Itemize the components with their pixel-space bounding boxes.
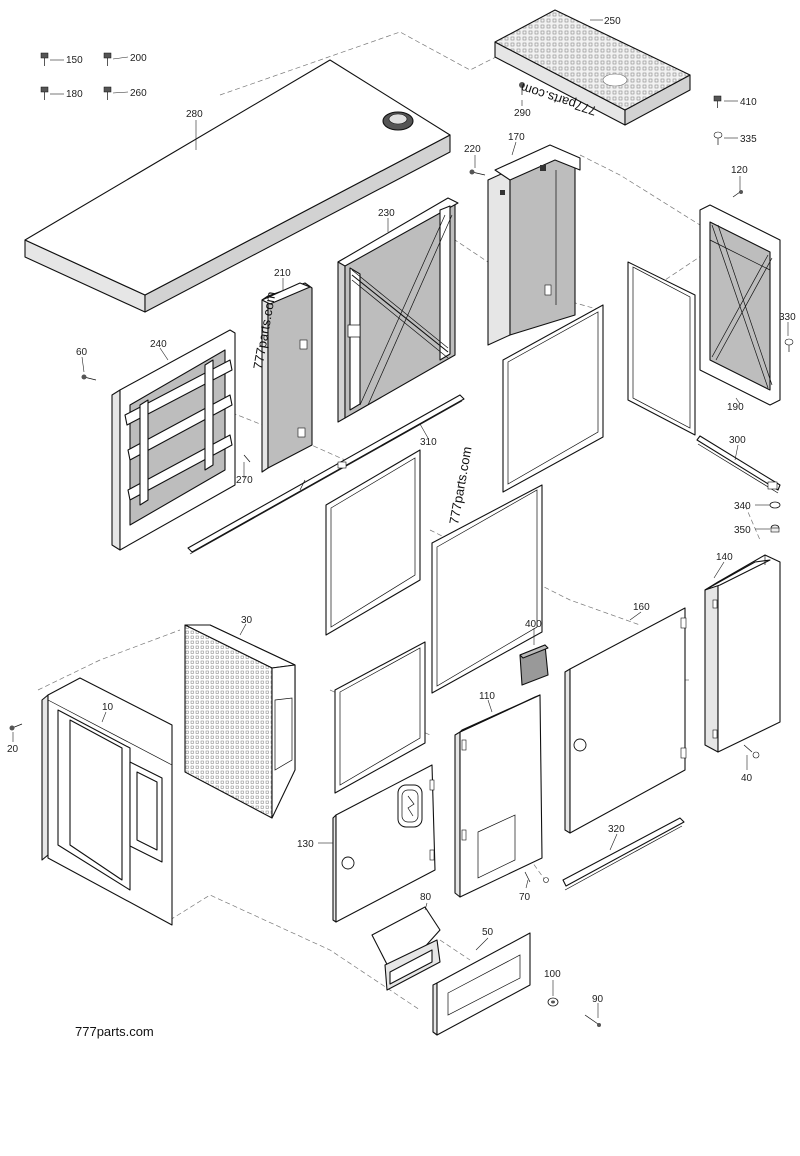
part-280-lid	[24, 59, 451, 313]
screw-70-icon	[524, 871, 549, 883]
label-320: 320	[608, 824, 625, 835]
screw-290-icon	[519, 82, 525, 95]
label-260: 260	[130, 88, 147, 99]
label-330: 330	[779, 312, 796, 323]
label-410: 410	[740, 97, 757, 108]
label-20: 20	[7, 744, 19, 755]
label-40: 40	[741, 773, 753, 784]
part-glass-panels	[325, 261, 696, 794]
label-220: 220	[464, 144, 481, 155]
label-280: 280	[186, 109, 203, 120]
grommet-100-icon	[547, 997, 559, 1007]
label-300: 300	[729, 435, 746, 446]
label-350: 350	[734, 525, 751, 536]
part-number-labels: 150 200 180 260 250 280 290 410 335 120 …	[7, 16, 796, 1005]
label-130: 130	[297, 839, 314, 850]
label-340: 340	[734, 501, 751, 512]
label-250: 250	[604, 16, 621, 27]
part-400-module	[519, 644, 549, 686]
label-120: 120	[731, 165, 748, 176]
watermark-bottom: 777parts.com	[75, 1024, 154, 1039]
screw-270-icon	[243, 454, 251, 463]
screw-40-icon	[743, 744, 760, 759]
part-230-cross-frame	[337, 197, 459, 423]
bolt-335-icon	[713, 131, 723, 145]
bolt-260-icon	[103, 86, 112, 100]
part-80-inlet-duct	[371, 906, 441, 991]
label-60: 60	[76, 347, 88, 358]
leader-lines	[12, 19, 789, 1018]
part-140-right-side	[704, 554, 781, 753]
part-310-rail	[187, 394, 465, 555]
part-250-perforated-plate	[494, 9, 691, 126]
screw-20-icon	[9, 723, 23, 731]
bolt-410-icon	[713, 95, 722, 108]
watermark-center: 777parts.com	[446, 445, 474, 525]
part-210-side-panel	[261, 282, 313, 473]
part-320-rail	[562, 817, 685, 891]
screw-60-icon	[81, 374, 97, 381]
part-160-door	[564, 607, 687, 834]
part-240-side-frame	[111, 329, 236, 551]
screw-220-icon	[469, 169, 486, 176]
part-110-door	[454, 694, 543, 898]
part-10-main-frame	[41, 677, 173, 926]
screw-330-icon	[784, 338, 794, 352]
label-100: 100	[544, 969, 561, 980]
label-150: 150	[66, 55, 83, 66]
label-80: 80	[420, 892, 432, 903]
label-140: 140	[716, 552, 733, 563]
label-200: 200	[130, 53, 147, 64]
part-30-vent-housing	[184, 624, 296, 819]
label-335: 335	[740, 134, 757, 145]
label-110: 110	[479, 691, 495, 702]
label-90: 90	[592, 994, 604, 1005]
screw-90-icon	[584, 1014, 601, 1027]
label-240: 240	[150, 339, 167, 350]
hardware-icons	[9, 52, 794, 1027]
label-30: 30	[241, 615, 253, 626]
part-50-inlet-frame	[432, 932, 531, 1036]
part-190-right-frame	[699, 204, 781, 406]
label-400: 400	[525, 619, 542, 630]
bolt-180-icon	[40, 86, 49, 100]
label-180: 180	[66, 89, 83, 100]
label-170: 170	[508, 132, 525, 143]
label-160: 160	[633, 602, 650, 613]
part-130-door	[332, 764, 436, 923]
part-170-rear-panel	[487, 144, 581, 346]
part-300-rail	[696, 435, 781, 494]
label-310: 310	[420, 437, 437, 448]
label-230: 230	[378, 208, 395, 219]
bolt-150-icon	[40, 52, 49, 66]
label-70: 70	[519, 892, 531, 903]
label-210: 210	[274, 268, 291, 279]
label-10: 10	[102, 702, 114, 713]
bolt-200-icon	[103, 52, 112, 66]
screw-120-icon	[732, 190, 743, 198]
label-290: 290	[514, 108, 531, 119]
cap-350-icon	[770, 524, 780, 533]
label-270: 270	[236, 475, 253, 486]
washer-340-icon	[769, 501, 781, 509]
label-50: 50	[482, 927, 494, 938]
label-190: 190	[727, 402, 744, 413]
